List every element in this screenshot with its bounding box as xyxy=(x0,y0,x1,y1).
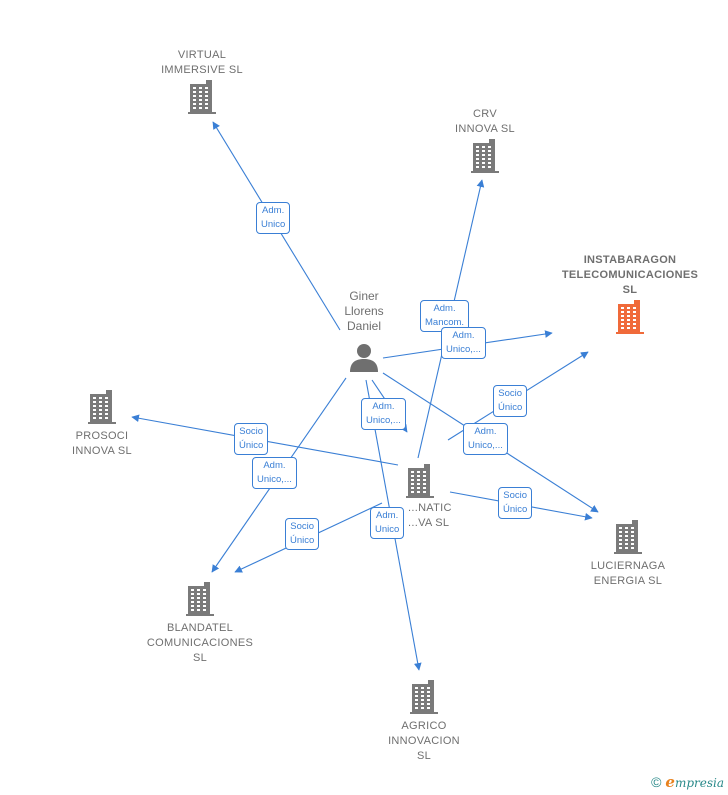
edge-label-crv: Adm. Mancom. xyxy=(420,300,470,332)
edge-label-prosoci: Socio Único xyxy=(234,423,269,455)
building-icon xyxy=(614,520,642,554)
node-prosoci-innova[interactable]: PROSOCI INNOVA SL xyxy=(52,388,152,459)
node-luciernaga-energia[interactable]: LUCIERNAGA ENERGIA SL xyxy=(572,518,684,589)
edge-label-luciernaga-adm: Adm. Unico,... xyxy=(463,423,508,455)
building-icon xyxy=(410,680,438,714)
building-icon xyxy=(88,390,116,424)
node-person[interactable]: Giner Llorens Daniel xyxy=(324,289,404,372)
node-crv-innova[interactable]: CRV INNOVA SL xyxy=(432,107,538,173)
edge-label-agrico: Adm. Unico xyxy=(370,507,405,539)
brand-name: mpresia xyxy=(674,776,724,790)
person-label: Giner Llorens Daniel xyxy=(344,289,384,333)
edge-label-center: Adm. Unico,... xyxy=(361,398,406,430)
building-icon xyxy=(188,80,216,114)
node-label: ...NATIC ...VA SL xyxy=(408,502,452,529)
person-icon xyxy=(350,344,378,372)
node-label: INSTABARAGON TELECOMUNICACIONES SL xyxy=(561,254,699,296)
edge-label-blandatel-adm: Adm. Unico,... xyxy=(252,457,297,489)
edge-label-instabaragon-adm: Adm. Unico,... xyxy=(441,327,486,359)
building-icon xyxy=(406,464,434,498)
node-blandatel[interactable]: BLANDATEL COMUNICACIONES SL xyxy=(130,580,270,666)
node-virtual-immersive[interactable]: VIRTUAL IMMERSIVE SL xyxy=(140,48,264,114)
edge-label-luciernaga-socio: Socio Único xyxy=(498,487,533,519)
building-icon xyxy=(186,582,214,616)
building-icon xyxy=(471,139,499,173)
node-label: AGRICO INNOVACION SL xyxy=(388,720,460,762)
footer-brand: ©empresia xyxy=(651,773,724,791)
node-instabaragon[interactable]: INSTABARAGON TELECOMUNICACIONES SL xyxy=(540,253,720,334)
brand-logo-letter: e xyxy=(665,773,675,791)
node-label: BLANDATEL COMUNICACIONES SL xyxy=(146,622,254,664)
node-label: CRV INNOVA SL xyxy=(455,108,515,135)
node-label: PROSOCI INNOVA SL xyxy=(72,430,132,457)
building-icon xyxy=(616,300,644,334)
node-label: VIRTUAL IMMERSIVE SL xyxy=(161,49,243,76)
copyright-symbol: © xyxy=(651,774,662,790)
node-center-company[interactable]: ...NATIC ...VA SL xyxy=(380,462,460,531)
edge-label-instabaragon-socio: Socio Único xyxy=(493,385,528,417)
edge-label-blandatel-socio: Socio Único xyxy=(285,518,320,550)
node-label: LUCIERNAGA ENERGIA SL xyxy=(590,560,666,587)
node-agrico-innovacion[interactable]: AGRICO INNOVACION SL xyxy=(372,678,476,764)
edge-label-virtual: Adm. Unico xyxy=(256,202,291,234)
